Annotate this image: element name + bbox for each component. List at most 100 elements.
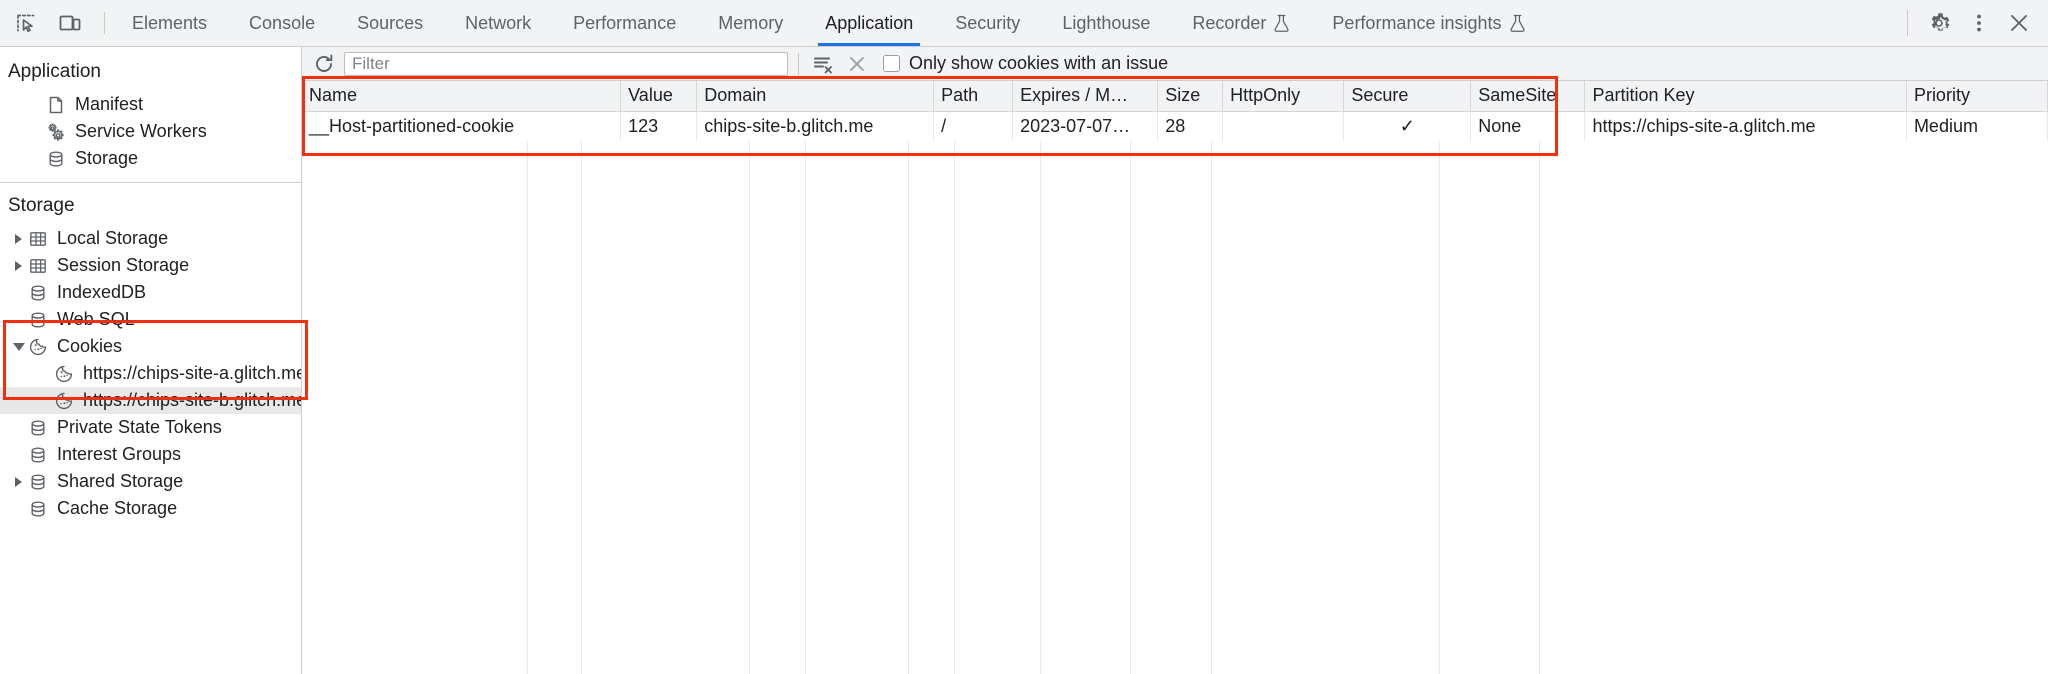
- sidebar-item-session-storage[interactable]: Session Storage: [0, 252, 301, 279]
- sidebar-item-https-chips-site-b-glitch-me[interactable]: https://chips-site-b.glitch.me: [0, 387, 301, 414]
- toolbar-left-icons: [0, 0, 111, 46]
- tab-elements[interactable]: Elements: [111, 0, 228, 46]
- column-header-httponly[interactable]: HttpOnly: [1222, 81, 1345, 112]
- sidebar-item-private-state-tokens[interactable]: Private State Tokens: [0, 414, 301, 441]
- column-header-name[interactable]: Name: [302, 81, 622, 112]
- column-header-domain[interactable]: Domain: [696, 81, 935, 112]
- only-show-issue-cookies-checkbox[interactable]: Only show cookies with an issue: [883, 53, 1168, 74]
- sidebar-section-title-application: Application: [8, 61, 101, 82]
- cell-samesite[interactable]: None: [1470, 111, 1586, 141]
- sidebar-item-cookies[interactable]: Cookies: [0, 333, 301, 360]
- tab-performance[interactable]: Performance: [552, 0, 697, 46]
- column-header-priority[interactable]: Priority: [1906, 81, 2048, 112]
- sidebar-item-label: Private State Tokens: [57, 417, 222, 437]
- sidebar-item-label: https://chips-site-a.glitch.me: [83, 363, 302, 383]
- expand-triangle-closed-icon[interactable]: [10, 476, 27, 487]
- sidebar-item-web-sql[interactable]: Web SQL: [0, 306, 301, 333]
- sidebar-item-https-chips-site-a-glitch-me[interactable]: https://chips-site-a.glitch.me: [0, 360, 301, 387]
- column-header-partition-key[interactable]: Partition Key: [1584, 81, 1907, 112]
- cell-priority[interactable]: Medium: [1906, 111, 2048, 141]
- document-icon: [45, 95, 67, 115]
- tab-sources[interactable]: Sources: [336, 0, 444, 46]
- cell-httponly[interactable]: [1222, 111, 1345, 141]
- tab-security[interactable]: Security: [934, 0, 1041, 46]
- clear-filter-icon[interactable]: [809, 50, 837, 78]
- only-show-issue-cookies-label: Only show cookies with an issue: [909, 53, 1169, 73]
- tab-performance-insights[interactable]: Performance insights: [1311, 0, 1546, 46]
- kebab-menu-icon[interactable]: [1960, 4, 1998, 42]
- sidebar-item-storage[interactable]: Storage: [0, 145, 301, 172]
- column-header-expires-m[interactable]: Expires / M…: [1012, 81, 1159, 112]
- column-header-path[interactable]: Path: [933, 81, 1014, 112]
- expand-triangle-closed-icon[interactable]: [10, 233, 27, 244]
- sidebar-section-title-storage: Storage: [8, 195, 75, 216]
- sidebar-item-label: Storage: [75, 148, 139, 168]
- grid-column-line: [1131, 141, 1212, 674]
- close-icon[interactable]: [2000, 4, 2038, 42]
- column-header-samesite[interactable]: SameSite: [1470, 81, 1586, 112]
- tab-label: Memory: [718, 12, 784, 33]
- sidebar-item-interest-groups[interactable]: Interest Groups: [0, 441, 301, 468]
- devtools-toolbar: Elements Console Sources Network Performance…: [0, 0, 2048, 47]
- database-icon: [27, 418, 49, 438]
- filter-input[interactable]: [344, 51, 788, 76]
- cell-domain[interactable]: chips-site-b.glitch.me: [696, 111, 935, 141]
- tab-console[interactable]: Console: [228, 0, 336, 46]
- gear-icon[interactable]: [1920, 4, 1958, 42]
- cell-secure[interactable]: ✓: [1343, 111, 1472, 141]
- cell-value[interactable]: 123: [620, 111, 698, 141]
- inspect-element-icon[interactable]: [8, 5, 44, 41]
- sidebar-item-cache-storage[interactable]: Cache Storage: [0, 495, 301, 522]
- column-header-value[interactable]: Value: [620, 81, 698, 112]
- sidebar-item-label: Service Workers: [75, 121, 207, 141]
- sidebar-item-label: https://chips-site-b.glitch.me: [83, 390, 302, 410]
- cell-path[interactable]: /: [933, 111, 1014, 141]
- grid-column-line: [302, 141, 528, 674]
- tab-label: Application: [825, 12, 914, 33]
- sidebar-item-label: Shared Storage: [57, 471, 184, 491]
- column-header-size[interactable]: Size: [1157, 81, 1224, 112]
- table-grid-icon: [27, 229, 49, 249]
- checkbox-box[interactable]: [883, 55, 900, 72]
- tab-lighthouse[interactable]: Lighthouse: [1041, 0, 1171, 46]
- column-header-secure[interactable]: Secure: [1343, 81, 1472, 112]
- tab-application[interactable]: Application: [804, 0, 934, 46]
- grid-column-line: [582, 141, 750, 674]
- expand-triangle-closed-icon[interactable]: [10, 260, 27, 271]
- tab-label: Performance: [573, 12, 677, 33]
- experiment-flask-icon: [1509, 14, 1526, 33]
- grid-column-line: [909, 141, 955, 674]
- expand-triangle-open-icon[interactable]: [10, 342, 27, 351]
- cookie-icon: [53, 364, 75, 384]
- cell-name[interactable]: __Host-partitioned-cookie: [302, 111, 622, 141]
- clear-all-x-icon[interactable]: [843, 50, 871, 78]
- sidebar-item-shared-storage[interactable]: Shared Storage: [0, 468, 301, 495]
- sidebar-item-service-workers[interactable]: Service Workers: [0, 118, 301, 145]
- grid-column-line: [1212, 141, 1440, 674]
- tab-memory[interactable]: Memory: [697, 0, 804, 46]
- device-toolbar-icon[interactable]: [52, 5, 88, 41]
- sidebar-item-local-storage[interactable]: Local Storage: [0, 225, 301, 252]
- grid-column-line: [955, 141, 1041, 674]
- cookie-icon: [27, 337, 49, 357]
- tab-recorder[interactable]: Recorder: [1171, 0, 1311, 46]
- cell-expires-m[interactable]: 2023-07-07…: [1012, 111, 1159, 141]
- tab-label: Elements: [132, 12, 208, 33]
- tab-label: Network: [465, 12, 532, 33]
- refresh-icon[interactable]: [310, 50, 338, 78]
- database-icon: [27, 472, 49, 492]
- cell-size[interactable]: 28: [1157, 111, 1224, 141]
- sidebar-item-manifest[interactable]: Manifest: [0, 91, 301, 118]
- sidebar-item-indexeddb[interactable]: IndexedDB: [0, 279, 301, 306]
- grid-column-line: [528, 141, 582, 674]
- tab-label: Console: [249, 12, 316, 33]
- tab-network[interactable]: Network: [444, 0, 552, 46]
- cell-partition-key[interactable]: https://chips-site-a.glitch.me: [1584, 111, 1907, 141]
